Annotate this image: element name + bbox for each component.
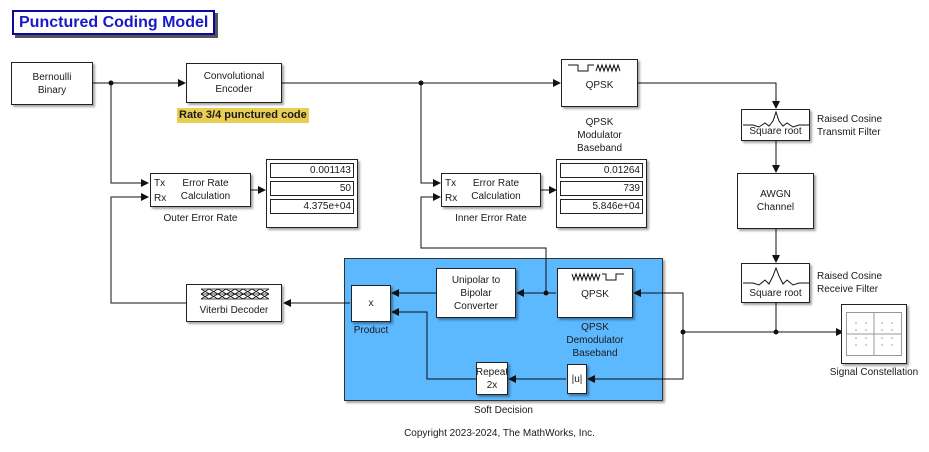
outer-tx-port: Tx <box>154 178 166 189</box>
wire-rxfilter-constellation <box>775 302 844 336</box>
inner-rx-port: Rx <box>445 193 458 204</box>
wire-inner-rx <box>420 193 547 293</box>
wire-qpsk-txfilter <box>638 82 780 109</box>
repeat-line2: 2x <box>486 379 498 391</box>
rx-filter-text: Square root <box>749 288 802 299</box>
abs-block[interactable]: |u| <box>567 364 587 394</box>
qpsk-demod-label3: Baseband <box>572 348 618 359</box>
qpsk-mod-label1: QPSK <box>585 117 614 128</box>
inner-tx-port: Tx <box>445 178 457 189</box>
wire-repeat-product <box>391 308 476 380</box>
inner-error-display[interactable]: 0.01264 739 5.846e+04 <box>556 159 647 228</box>
product-block[interactable]: x <box>351 285 391 322</box>
qpsk-demod-label1: QPSK <box>581 322 609 333</box>
qpsk-mod-text: QPSK <box>585 79 614 91</box>
product-label: Product <box>353 325 389 336</box>
awgn-channel-block[interactable]: AWGN Channel <box>737 173 814 229</box>
inner-error-rate-label: Inner Error Rate <box>455 213 527 224</box>
awgn-line1: AWGN <box>760 189 791 200</box>
tx-filter-text: Square root <box>749 126 802 137</box>
repeat-line1: Repeat <box>475 366 509 378</box>
outer-ber-value: 0.001143 <box>270 163 354 178</box>
outer-error-rate-block[interactable]: Tx Rx Error Rate Calculation <box>150 173 251 207</box>
qpsk-mod-waveform-icon <box>568 63 621 73</box>
qpsk-demod-label2: Demodulator <box>566 335 624 346</box>
rx-filter-label2: Receive Filter <box>817 284 879 295</box>
outer-bits-value: 4.375e+04 <box>270 199 354 214</box>
product-text: x <box>368 298 374 309</box>
qpsk-demodulator-block[interactable]: QPSK <box>557 268 633 318</box>
encoder-line2: Encoder <box>215 84 253 95</box>
raised-cosine-icon <box>743 111 809 128</box>
copyright-footer: Copyright 2023-2024, The MathWorks, Inc. <box>404 428 595 439</box>
unipolar-line3: Converter <box>454 300 498 312</box>
constellation-icon <box>846 312 902 356</box>
viterbi-decoder-block[interactable]: Viterbi Decoder <box>186 284 282 322</box>
inner-errors-value: 739 <box>560 181 643 196</box>
inner-bits-value: 5.846e+04 <box>560 199 643 214</box>
unipolar-line1: Unipolar to <box>451 274 501 286</box>
wire-outer-tx <box>110 83 149 187</box>
qpsk-demod-text: QPSK <box>581 288 609 300</box>
qpsk-mod-label3: Baseband <box>576 143 623 154</box>
encoder-line1: Convolutional <box>203 71 265 82</box>
outer-err-line2: Calculation <box>180 191 231 202</box>
wire-inner-tx <box>420 83 441 187</box>
rx-filter-block[interactable]: Square root <box>741 263 810 303</box>
viterbi-text: Viterbi Decoder <box>199 305 269 316</box>
raised-cosine-icon <box>743 266 809 286</box>
outer-err-line1: Error Rate <box>182 178 229 189</box>
bernoulli-line1: Bernoulli <box>32 71 72 83</box>
inner-ber-value: 0.01264 <box>560 163 643 178</box>
awgn-line2: Channel <box>756 202 795 213</box>
qpsk-demod-waveform-icon <box>571 272 624 282</box>
outer-error-rate-label: Outer Error Rate <box>163 213 238 224</box>
soft-decision-label: Soft Decision <box>474 405 533 416</box>
qpsk-modulator-block[interactable]: QPSK <box>561 59 638 107</box>
qpsk-mod-label2: Modulator <box>577 130 622 141</box>
inner-error-rate-block[interactable]: Tx Rx Error Rate Calculation <box>441 173 541 207</box>
tx-filter-label: Raised Cosine Transmit Filter <box>817 113 882 139</box>
outer-errors-value: 50 <box>270 181 354 196</box>
qpsk-mod-label: QPSK Modulator Baseband <box>561 116 638 155</box>
inner-err-line2: Calculation <box>471 191 521 202</box>
rate-annotation: Rate 3/4 punctured code <box>177 108 309 123</box>
rx-filter-label: Raised Cosine Receive Filter <box>817 270 882 296</box>
constellation-label: Signal Constellation <box>829 367 919 378</box>
qpsk-demod-label: QPSK Demodulator Baseband <box>557 321 633 360</box>
model-title: Punctured Coding Model <box>12 10 216 35</box>
convolutional-encoder-block[interactable]: Convolutional Encoder <box>186 63 282 103</box>
wire-outer-rx <box>110 193 186 304</box>
wire-to-demod <box>633 289 776 333</box>
tx-filter-block[interactable]: Square root <box>741 109 810 141</box>
tx-filter-label2: Transmit Filter <box>817 127 881 138</box>
unipolar-to-bipolar-block[interactable]: Unipolar to Bipolar Converter <box>436 268 516 318</box>
rx-filter-label1: Raised Cosine <box>817 271 883 282</box>
trellis-icon <box>201 288 269 300</box>
bernoulli-line2: Binary <box>37 84 67 96</box>
outer-rx-port: Rx <box>154 193 167 204</box>
bernoulli-binary-block[interactable]: Bernoulli Binary <box>11 62 93 105</box>
unipolar-line2: Bipolar <box>460 287 492 299</box>
signal-constellation-block[interactable] <box>841 304 907 364</box>
outer-error-display[interactable]: 0.001143 50 4.375e+04 <box>266 159 358 228</box>
tx-filter-label1: Raised Cosine <box>817 114 883 125</box>
abs-text: |u| <box>571 373 583 385</box>
repeat-block[interactable]: Repeat 2x <box>476 362 508 395</box>
wire-to-abs <box>587 332 684 383</box>
inner-err-line1: Error Rate <box>472 178 520 189</box>
